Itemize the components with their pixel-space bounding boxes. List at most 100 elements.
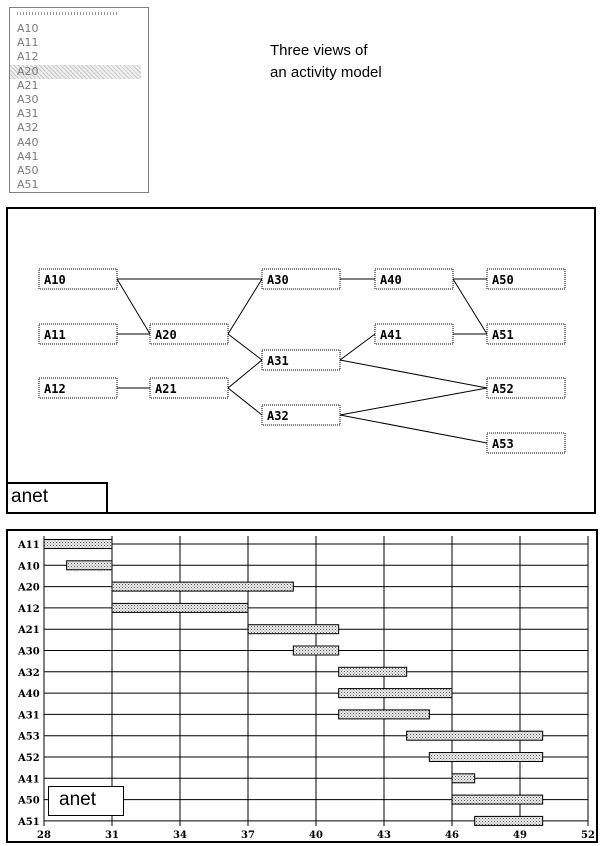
x-tick-label: 28: [37, 830, 51, 841]
edge-A32-A52: [339, 387, 488, 416]
bar-a30[interactable]: [292, 645, 340, 656]
node-a31[interactable]: A31: [261, 349, 341, 371]
edge-A20-A31: [227, 333, 263, 361]
activity-list-item[interactable]: A12: [17, 50, 39, 64]
edge-A10-A20: [116, 278, 151, 335]
row-label: A12: [17, 604, 40, 615]
node-box[interactable]: [261, 268, 341, 290]
x-tick-label: 46: [445, 830, 459, 841]
activity-list-item[interactable]: A41: [17, 149, 39, 163]
node-box[interactable]: [374, 268, 454, 290]
bar-a10[interactable]: [66, 560, 113, 571]
bar-a53[interactable]: [406, 730, 544, 741]
bar-a51[interactable]: [474, 815, 544, 826]
node-label: A32: [267, 409, 289, 423]
node-box[interactable]: [38, 323, 118, 345]
edge-A31-A41: [339, 333, 376, 361]
activity-list-item[interactable]: A31: [17, 107, 39, 121]
row-label: A21: [17, 625, 40, 636]
node-label: A41: [380, 328, 402, 342]
x-tick-label: 34: [173, 830, 187, 841]
bar-a52[interactable]: [428, 752, 544, 762]
row-label: A53: [17, 732, 40, 743]
node-label: A31: [267, 354, 289, 368]
x-tick-label: 40: [309, 830, 323, 841]
bar-a50[interactable]: [451, 794, 544, 805]
activity-list-item[interactable]: A21: [17, 78, 39, 92]
node-a11[interactable]: A11: [38, 323, 118, 345]
node-label: A12: [44, 382, 66, 396]
node-a12[interactable]: A12: [38, 377, 118, 399]
edge-A21-A32: [227, 387, 263, 416]
edge-A32-A53: [339, 414, 488, 444]
node-a21[interactable]: A21: [149, 377, 229, 399]
x-tick-label: 37: [241, 830, 255, 841]
activity-list-item[interactable]: A30: [17, 92, 39, 106]
node-a20[interactable]: A20: [149, 323, 229, 345]
network-view-label: anet: [8, 482, 108, 512]
node-a53[interactable]: A53: [486, 432, 566, 454]
activity-list-item[interactable]: A40: [17, 135, 39, 149]
row-label: A20: [17, 583, 40, 594]
node-box[interactable]: [38, 268, 118, 290]
node-box[interactable]: [149, 377, 229, 399]
bar-a12[interactable]: [111, 602, 249, 613]
node-a10[interactable]: A10: [38, 268, 118, 290]
bar-a41[interactable]: [451, 773, 476, 784]
node-a50[interactable]: A50: [486, 268, 566, 290]
node-box[interactable]: [374, 323, 454, 345]
node-box[interactable]: [486, 377, 566, 399]
node-box[interactable]: [486, 432, 566, 454]
edge-A20-A30: [227, 278, 263, 335]
node-label: A53: [492, 437, 514, 451]
bar-a40[interactable]: [338, 688, 453, 699]
bar-a32[interactable]: [338, 666, 408, 677]
node-a41[interactable]: A41: [374, 323, 454, 345]
node-box[interactable]: [486, 268, 566, 290]
bar-a11[interactable]: [43, 539, 113, 549]
node-a32[interactable]: A32: [261, 404, 341, 426]
x-tick-label: 31: [105, 830, 119, 841]
node-a30[interactable]: A30: [261, 268, 341, 290]
caption: Three views of an activity model: [270, 40, 382, 84]
node-box[interactable]: [149, 323, 229, 345]
row-label: A40: [17, 689, 40, 700]
row-label: A30: [17, 647, 40, 658]
edge-A40-A51: [452, 278, 488, 335]
row-label: A31: [17, 710, 40, 721]
activity-list-item[interactable]: A10: [17, 22, 39, 35]
row-label: A52: [17, 753, 40, 764]
row-label: A11: [17, 540, 40, 551]
node-box[interactable]: [38, 377, 118, 399]
node-a51[interactable]: A51: [486, 323, 566, 345]
node-label: A21: [155, 382, 177, 396]
activity-list-item[interactable]: A32: [17, 121, 39, 135]
node-a40[interactable]: A40: [374, 268, 454, 290]
edge-A31-A52: [339, 359, 488, 389]
node-a52[interactable]: A52: [486, 377, 566, 399]
bar-a20[interactable]: [111, 581, 294, 592]
activity-list-item[interactable]: A11: [17, 36, 39, 50]
node-box[interactable]: [261, 349, 341, 371]
node-box[interactable]: [261, 404, 341, 426]
activity-list-item[interactable]: A20: [10, 64, 141, 79]
activity-list-item[interactable]: A50: [17, 163, 39, 177]
row-label: A51: [17, 817, 40, 828]
node-label: A11: [44, 328, 66, 342]
list-title-bar: [17, 12, 117, 15]
caption-line-2: an activity model: [270, 64, 382, 81]
node-label: A40: [380, 273, 402, 287]
bar-a21[interactable]: [247, 624, 340, 635]
activity-list-item[interactable]: A51: [17, 178, 39, 192]
bar-a31[interactable]: [338, 709, 430, 720]
node-box[interactable]: [486, 323, 566, 345]
row-label: A50: [17, 796, 40, 807]
caption-line-1: Three views of: [270, 42, 368, 59]
